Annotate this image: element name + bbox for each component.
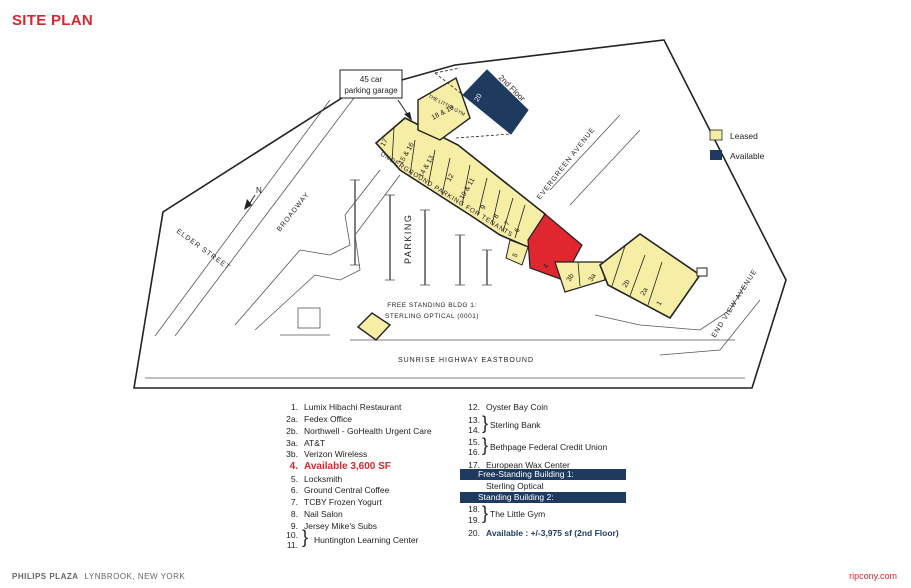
tenant-num: 19. xyxy=(468,515,480,525)
east-building xyxy=(599,233,702,320)
freestanding-1-header: Free-Standing Building 1: xyxy=(460,469,626,480)
available-swatch xyxy=(710,150,722,160)
little-gym-building xyxy=(417,76,471,141)
tenant-name: The Little Gym xyxy=(490,509,546,519)
tenant-name-huntington: Huntington Learning Center xyxy=(314,535,419,545)
tenant-name-available: Available : +/-3,975 sf (2nd Floor) xyxy=(486,528,619,538)
road-outlines xyxy=(145,89,761,379)
unit-label-5: 5 xyxy=(512,252,520,259)
garage-label-box xyxy=(339,69,403,99)
tenant-num: 2a. xyxy=(286,414,298,424)
legend-available: Available xyxy=(730,151,765,161)
tenant-num: 9. xyxy=(290,521,298,531)
unit-label-12: 12 xyxy=(446,173,456,183)
tenant-name: European Wax Center xyxy=(486,460,570,470)
tenant-name-available: Available 3,600 SF xyxy=(304,461,391,472)
tenant-name: Oyster Bay Coin xyxy=(486,402,548,412)
tenant-num: 14. xyxy=(468,425,480,435)
unit-20-available xyxy=(462,69,529,135)
unit-label-9: 9 xyxy=(480,204,488,211)
legend-leased: Leased xyxy=(730,131,758,141)
tenant-num: 13. xyxy=(468,415,480,425)
tenant-name: Ground Central Coffee xyxy=(304,485,390,495)
tenant-num: 4. xyxy=(289,461,298,472)
site-plan-map: 45 car parking garage N ELDER STREET BRO… xyxy=(133,39,787,389)
street-endview: END VIEW AVENUE xyxy=(711,268,759,339)
unit-label-1: 1 xyxy=(656,300,664,307)
freestanding-label-1: FREE STANDING BLDG 1: xyxy=(387,302,476,309)
unit-dividers xyxy=(391,127,526,239)
street-evergreen: EVERGREEN AVENUE xyxy=(536,126,597,201)
property-boundary xyxy=(133,39,787,389)
unit-label-8: 8 xyxy=(493,213,501,220)
freestanding-building xyxy=(356,312,392,341)
brace-icon: } xyxy=(482,413,489,433)
unit-label-6: 6 xyxy=(514,227,522,234)
tenant-num: 1. xyxy=(290,402,298,412)
unit-label-3b: 3b xyxy=(566,273,576,283)
unit-label-4: 4 xyxy=(543,263,551,270)
tenant-name: Sterling Optical xyxy=(486,481,544,491)
tenant-num: 16. xyxy=(468,447,480,457)
freestanding-2-header: Standing Building 2: xyxy=(460,492,626,503)
tenant-name: TCBY Frozen Yogurt xyxy=(304,497,382,507)
tenant-name: AT&T xyxy=(304,438,326,448)
tenant-num: 5. xyxy=(290,474,298,484)
units-3a-3b xyxy=(554,261,606,293)
tenant-num: 3a. xyxy=(286,438,298,448)
tenant-num: 10. xyxy=(286,530,298,540)
footer-site-link[interactable]: ripcony.com xyxy=(849,571,897,581)
footer-property: PHILIPS PLAZA LYNBROOK, NEW YORK xyxy=(12,572,185,581)
tenant-list-left: 1. Lumix Hibachi Restaurant 2a. Fedex Offi… xyxy=(276,402,456,552)
street-elder: ELDER STREET xyxy=(175,228,232,272)
leased-swatch xyxy=(709,129,723,141)
street-sunrise: SUNRISE HIGHWAY EASTBOUND xyxy=(398,357,534,364)
tenant-name: Sterling Bank xyxy=(490,420,541,430)
unit-label-20: 20 xyxy=(474,93,484,103)
unit-label-2b: 2b xyxy=(622,279,632,289)
tenant-name: Jersey Mike's Subs xyxy=(304,521,377,531)
tenant-name: Lumix Hibachi Restaurant xyxy=(304,402,402,412)
unit-label-2a: 2a xyxy=(640,287,650,297)
brace-icon: } xyxy=(482,435,489,455)
garage-label-2: parking garage xyxy=(344,86,398,95)
tenant-name: Bethpage Federal Credit Union xyxy=(490,442,608,452)
parking-label: PARKING xyxy=(403,214,413,264)
unit-label-17: 17 xyxy=(380,138,390,148)
tenant-name: Locksmith xyxy=(304,474,343,484)
page-title: SITE PLAN xyxy=(12,12,94,29)
tenant-num: 15. xyxy=(468,437,480,447)
brace-icon: } xyxy=(482,503,489,523)
freestanding-label-2: STERLING OPTICAL (0001) xyxy=(385,313,479,320)
tenant-name: Verizon Wireless xyxy=(304,449,368,459)
footer-location: LYNBROOK, NEW YORK xyxy=(84,572,186,581)
unit-5 xyxy=(505,239,529,266)
unit-label-3a: 3a xyxy=(588,273,598,283)
tenant-num: 6. xyxy=(290,485,298,495)
tenant-name: Fedex Office xyxy=(304,414,353,424)
tenant-num: 2b. xyxy=(286,426,298,436)
unit-label-7: 7 xyxy=(504,220,512,227)
tenant-num: 18. xyxy=(468,504,480,514)
tenant-num: 17. xyxy=(468,460,480,470)
street-broadway: BROADWAY xyxy=(276,191,311,233)
main-strip-building xyxy=(374,117,547,249)
tenant-name: Nail Salon xyxy=(304,509,343,519)
tenant-num: 11. xyxy=(286,540,298,550)
north-arrow-icon: N xyxy=(244,186,262,210)
tenant-list-right: 12. Oyster Bay Coin 13. 14. } Sterling Ba… xyxy=(458,402,638,542)
map-legend: Leased Available xyxy=(709,129,765,161)
parking-stripes xyxy=(354,180,488,285)
tenant-num: 7. xyxy=(290,497,298,507)
tenant-num: 20. xyxy=(468,528,480,538)
brace-icon: } xyxy=(302,527,309,547)
north-label: N xyxy=(256,186,262,195)
garage-label-1: 45 car xyxy=(360,75,383,84)
tenant-num: 8. xyxy=(290,509,298,519)
tenant-name: Northwell - GoHealth Urgent Care xyxy=(304,426,432,436)
footer-property-name: PHILIPS PLAZA xyxy=(12,572,79,581)
tenant-num: 3b. xyxy=(286,449,298,459)
tenant-num: 12. xyxy=(468,402,480,412)
